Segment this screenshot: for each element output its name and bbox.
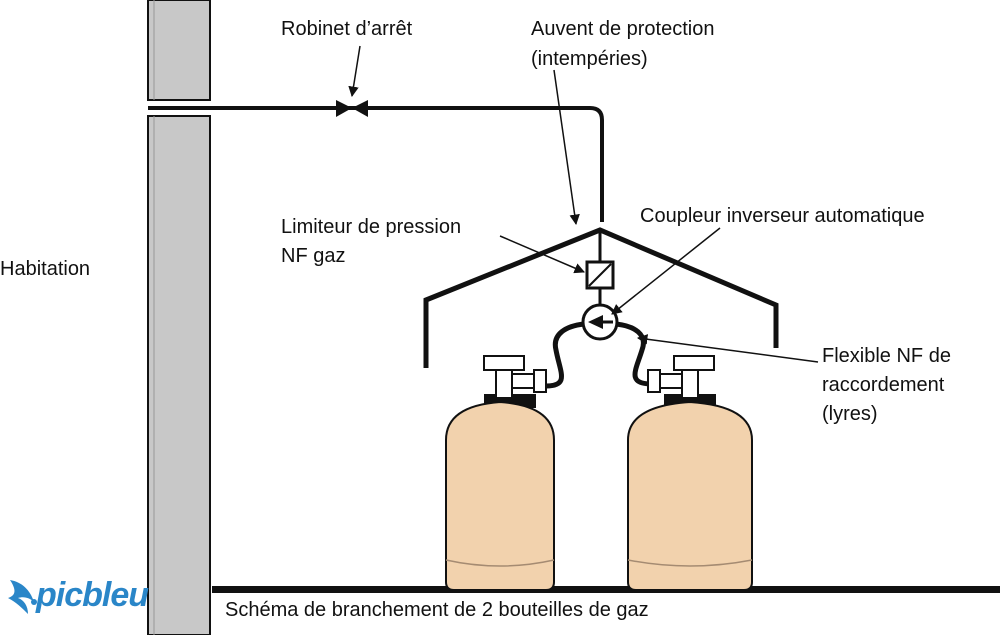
label-habitation: Habitation — [0, 258, 91, 280]
diagram-caption: Schéma de branchement de 2 bouteilles de… — [225, 599, 649, 621]
leader-coupleur — [611, 227, 721, 315]
logo-text: picbleu — [36, 576, 149, 614]
label-flexible-line3: (lyres) — [822, 403, 878, 425]
protection-canopy — [423, 227, 779, 368]
flexible-hose-right — [615, 321, 653, 387]
label-auvent-line2: (intempéries) — [531, 48, 648, 70]
label-robinet: Robinet d’arrêt — [281, 18, 413, 40]
leader-auvent — [553, 69, 580, 226]
flexible-hose-left — [545, 321, 585, 389]
leader-robinet — [348, 45, 361, 98]
bird-logo-icon — [8, 580, 37, 614]
shutoff-valve — [336, 100, 368, 117]
pressure-limiter — [585, 232, 615, 306]
gas-bottle-right — [627, 355, 753, 591]
label-flexible-line2: raccordement — [822, 374, 945, 396]
leader-flexible — [636, 334, 819, 363]
house-wall — [147, 0, 211, 635]
gas-pipe — [148, 106, 604, 222]
label-limiteur-line1: Limiteur de pression — [281, 216, 462, 238]
label-auvent-line1: Auvent de protection — [531, 18, 715, 40]
picbleu-logo: picbleu — [4, 572, 149, 632]
gas-bottle-left — [445, 355, 555, 591]
label-coupleur: Coupleur inverseur automatique — [640, 205, 925, 227]
label-flexible-line1: Flexible NF de — [822, 345, 951, 367]
ground-line — [212, 586, 1000, 593]
changeover-coupler — [581, 303, 619, 341]
label-limiteur-line2: NF gaz — [281, 245, 346, 267]
leader-limiteur — [499, 235, 585, 274]
